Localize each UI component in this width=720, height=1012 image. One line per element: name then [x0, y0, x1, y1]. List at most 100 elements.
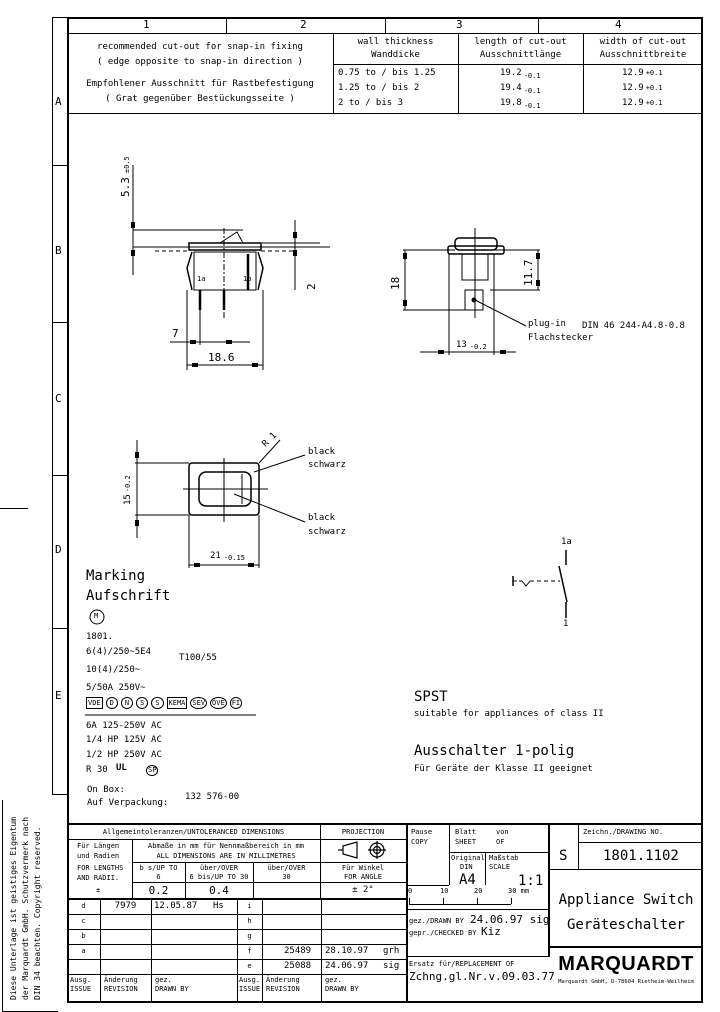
- approval-icon: ÖVE: [210, 697, 227, 709]
- replacement-val: Zchng.gl.Nr.v.09.03.77: [409, 970, 555, 983]
- rev-by: Hs: [213, 901, 224, 911]
- angle-tol: ± 2°: [352, 885, 374, 895]
- approval-icon: N: [120, 697, 134, 709]
- terminal-1a: 1a: [197, 275, 206, 283]
- tb-line: [548, 825, 550, 957]
- scale-tick-0: 0: [408, 887, 413, 895]
- zone-divider: [52, 322, 67, 323]
- rev-issue: g: [247, 932, 252, 940]
- rev-number: 25088: [284, 961, 312, 971]
- rev-number: 7979: [114, 901, 137, 911]
- angle-de: Für Winkel: [341, 864, 385, 872]
- row-2-width: 12.9+0.1: [622, 83, 663, 93]
- cutout-col-divider: [333, 33, 334, 113]
- rev-row: [67, 959, 406, 960]
- tb-line: [132, 839, 133, 899]
- tb-line: [67, 898, 406, 900]
- rev-issue: e: [247, 962, 252, 970]
- tb-line: [449, 825, 450, 885]
- zone-label-b: B: [55, 244, 62, 257]
- zone-divider: [52, 475, 67, 476]
- tb-line: [67, 839, 406, 840]
- scale-en: SCALE: [489, 863, 511, 871]
- of-en: OF: [496, 838, 505, 846]
- col-issue-de: Ausg.: [239, 976, 261, 984]
- scale-tick-10: 10: [440, 887, 449, 895]
- tb-line: [407, 909, 548, 910]
- marking-temp: T100/55: [179, 653, 217, 663]
- tb-line: [132, 882, 406, 883]
- row-1-length: 19.2-0.1: [500, 68, 541, 80]
- replacement-label: Ersatz für/REPLACEMENT OF: [409, 960, 515, 968]
- col-rev-en: REVISION: [104, 985, 138, 993]
- top-ruler-bottom: [67, 33, 703, 34]
- rating-1: 6A 125-250V AC: [86, 721, 162, 731]
- checked-by-label: gepr./CHECKED BY: [409, 929, 477, 937]
- title-block-top: [67, 823, 703, 825]
- drawn-by-label: gez./DRAWN BY: [409, 917, 464, 925]
- col-issue-en: ISSUE: [239, 985, 261, 993]
- header-wall-de: Wanddicke: [371, 50, 420, 60]
- zone-label-e: E: [55, 689, 62, 702]
- copy-de: Pause: [411, 828, 433, 836]
- terminal-1b: 1b: [243, 275, 252, 283]
- for-lengths-en: FOR LENGTHS: [77, 864, 124, 872]
- rev-issue: h: [247, 917, 252, 925]
- rev-col: [262, 899, 263, 1003]
- sidebar-note-border: [2, 800, 3, 1012]
- row-2-length: 19.4-0.1: [500, 83, 541, 95]
- zone-label-a: A: [55, 95, 62, 108]
- sheet-en: SHEET: [455, 838, 477, 846]
- callout-2-de: schwarz: [308, 527, 346, 537]
- col-issue-de: Ausg.: [70, 976, 92, 984]
- range2-val: 6 bis/UP TO 30: [189, 873, 249, 881]
- ruler-col-2: 2: [300, 18, 307, 31]
- marking-line-1: 1801.: [86, 632, 114, 642]
- box-number: 132 576-00: [185, 792, 240, 802]
- header-length-de: Ausschnittlänge: [479, 50, 562, 60]
- company-logo: MARQUARDT: [558, 953, 694, 975]
- marking-line-2: 6(4)/250~5E4: [86, 647, 152, 657]
- col-by-en: DRAWN BY: [325, 985, 359, 993]
- col-by-en: DRAWN BY: [155, 985, 189, 993]
- rev-by: sig: [383, 961, 400, 971]
- callout-1-en: black: [308, 447, 336, 457]
- tb-line: [578, 825, 579, 869]
- zone-label-c: C: [55, 392, 62, 405]
- copy-en: COPY: [411, 838, 428, 846]
- ruler-col-1: 1: [143, 18, 150, 31]
- cutout-table-bottom: [67, 113, 703, 114]
- approval-icon: S: [136, 697, 149, 709]
- switch-type-de: Ausschalter 1-polig: [414, 743, 575, 759]
- rev-issue: d: [81, 902, 86, 910]
- rating-3: 1/2 HP 250V AC: [86, 750, 162, 760]
- rev-col: [151, 899, 152, 1003]
- on-box-de: Auf Verpackung:: [87, 798, 169, 808]
- rev-date: 28.10.97: [325, 946, 369, 956]
- tol-2: 0.4: [209, 884, 229, 897]
- size-code: S: [559, 848, 568, 864]
- scale-tick-20: 20: [474, 887, 483, 895]
- approval-icon: SEV: [190, 697, 208, 709]
- rev-issue: b: [81, 932, 86, 940]
- row-1-wall: 0.75 to / bis 1.25: [338, 68, 436, 78]
- original-en: DIN: [460, 863, 473, 871]
- on-box-en: On Box:: [87, 785, 125, 795]
- plugin-label-de: Flachstecker: [528, 333, 594, 343]
- center-mark: [0, 508, 28, 509]
- tb-line: [449, 852, 548, 853]
- col-issue-en: ISSUE: [70, 985, 92, 993]
- ruler-divider: [538, 17, 539, 33]
- rev-date: 24.06.97: [325, 961, 369, 971]
- range3-val: 30: [282, 873, 291, 881]
- rev-issue: c: [81, 917, 86, 925]
- marking-title-en: Marking: [86, 568, 146, 584]
- col-by-de: gez.: [155, 976, 172, 984]
- row-3-length: 19.8-0.1: [500, 98, 541, 110]
- zone-strip: [52, 17, 67, 795]
- row-2-wall: 1.25 to / bis 2: [338, 83, 420, 93]
- tolerances-header: Allgemeintoleranzen/UNTOLERANCED DIMENSI…: [102, 828, 285, 836]
- range-en: ALL DIMENSIONS ARE IN MILLIMETRES: [156, 852, 296, 860]
- zone-divider: [52, 165, 67, 166]
- tb-line: [407, 956, 548, 957]
